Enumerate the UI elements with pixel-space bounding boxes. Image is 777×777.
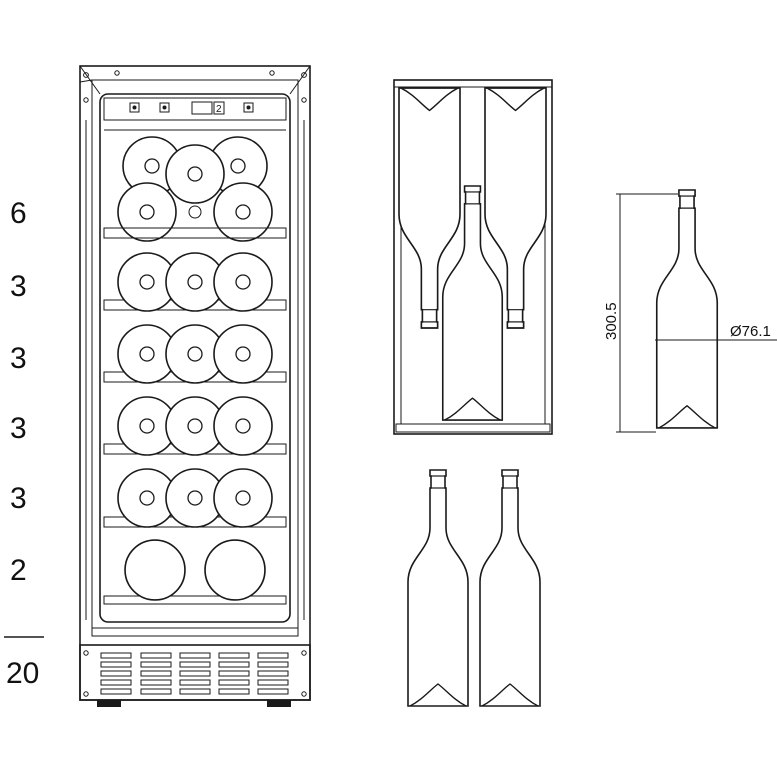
shelf-5-bottles <box>117 468 273 528</box>
bottle-height-label: 300.5 <box>603 302 620 340</box>
shelf-count-column: 6 3 3 3 3 2 20 <box>4 197 44 690</box>
shelf-1-bottles <box>117 136 273 242</box>
shelf-3-bottles <box>117 324 273 384</box>
bottle-pair <box>407 469 541 707</box>
total-capacity: 20 <box>6 657 39 690</box>
temperature-display <box>191 101 213 115</box>
screws <box>83 70 307 103</box>
shelf-count-2: 3 <box>10 270 27 303</box>
shelf-count-3: 3 <box>10 342 27 375</box>
cooler-door-frame <box>91 79 299 637</box>
cooler-glass-area <box>99 93 291 623</box>
display-readout: 2 <box>216 104 222 115</box>
shelf-count-5: 3 <box>10 482 27 515</box>
control-panel: 2 <box>103 97 287 121</box>
cooler-front-view: 2 <box>79 65 311 707</box>
shelf-count-6: 2 <box>10 554 27 587</box>
shelf-cross-section <box>393 79 553 435</box>
bottle-dimension-drawing: 300.5 Ø76.1 <box>603 189 777 433</box>
power-button-icon <box>129 102 140 113</box>
shelf-count-4: 3 <box>10 412 27 445</box>
set-button-icon <box>243 102 254 113</box>
bottle-diameter-label: Ø76.1 <box>730 323 771 340</box>
vent-grille <box>79 644 311 701</box>
shelf-count-1: 6 <box>10 197 27 230</box>
cooler-feet <box>97 700 291 707</box>
shelf-4-bottles <box>117 396 273 456</box>
shelf-6-bottles <box>124 539 266 601</box>
light-button-icon <box>159 102 170 113</box>
shelf-2-bottles <box>117 252 273 312</box>
